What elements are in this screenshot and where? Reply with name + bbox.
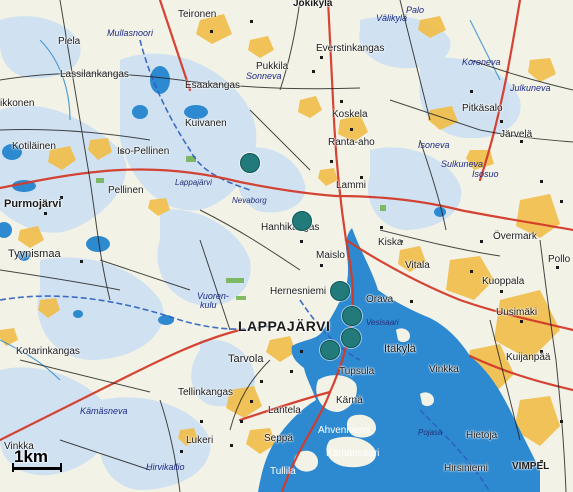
place-label: Tyynismaa	[8, 248, 61, 260]
place-label: Itäkylä	[384, 343, 416, 355]
place-label: Koreneva	[462, 57, 501, 67]
place-label: Isoneva	[418, 140, 450, 150]
map-marker-site-4[interactable]	[342, 306, 362, 326]
place-label: Piela	[58, 36, 81, 47]
place-label: Hernesniemi	[270, 286, 327, 297]
map-marker-site-5[interactable]	[341, 328, 361, 348]
place-label: Sonneva	[246, 71, 282, 81]
place-label: Ahvenniemi	[318, 425, 371, 436]
place-label: Vinkka	[4, 441, 34, 452]
place-label: Sulkuneva	[441, 159, 484, 169]
place-label: Mullasnoori	[107, 28, 154, 38]
place-label: Tupsula	[339, 366, 375, 377]
place-label: Hirsiniemi	[444, 463, 488, 474]
map-marker-site-3[interactable]	[330, 281, 350, 301]
place-label: Jokikylä	[293, 0, 333, 9]
place-label: Orava	[366, 294, 394, 305]
place-label: Järvelä	[500, 129, 533, 140]
place-label: Övermark	[493, 231, 537, 242]
place-label: Lassilankangas	[60, 69, 129, 80]
place-label: Pollo	[548, 254, 571, 265]
map-marker-site-6[interactable]	[320, 340, 340, 360]
place-label: Lukeri	[186, 435, 214, 446]
place-label: Lammi	[336, 180, 367, 191]
scale-bar-tick-start	[12, 463, 14, 472]
map-marker-site-2[interactable]	[292, 211, 312, 231]
place-label: Ranta-aho	[328, 137, 375, 148]
place-label: Koskela	[332, 109, 368, 120]
place-label: Vitala	[405, 260, 430, 271]
place-label: Pojasa	[418, 428, 443, 437]
place-label: Lappajärvi	[175, 178, 212, 187]
place-label: Maislo	[316, 250, 345, 261]
place-label: Hanhikangas	[261, 222, 320, 233]
place-label: Tellinkangas	[178, 387, 234, 398]
place-label: Kuoppala	[482, 276, 525, 287]
place-label: Kuivanen	[185, 118, 227, 129]
place-label: Teironen	[178, 9, 217, 20]
place-label: Uusimäki	[496, 307, 538, 318]
scale-bar-tick-end	[60, 463, 62, 472]
place-label: Palo	[406, 5, 425, 15]
place-label: Vuoren-	[197, 291, 229, 301]
place-label: ikkonen	[0, 98, 35, 109]
scale-bar-line	[12, 467, 62, 470]
place-label: Tarvola	[228, 353, 264, 365]
place-label: Lantela	[268, 405, 301, 416]
place-label: Pellinen	[108, 185, 144, 196]
place-label: Vesisaari	[366, 318, 399, 327]
place-label: Purmojärvi	[4, 198, 62, 210]
place-label: Esaakangas	[185, 80, 241, 91]
place-label: Kämänsaari	[326, 448, 380, 459]
scale-bar: 1km	[8, 447, 68, 474]
place-label: VIMPEL	[512, 461, 550, 472]
place-label: Iso-Pellinen	[117, 146, 170, 157]
place-label: Isosuo	[472, 169, 499, 179]
place-label: LAPPAJÄRVI	[238, 318, 331, 334]
place-label: Kiska	[378, 237, 403, 248]
place-label: Välikylä	[376, 13, 408, 23]
place-label: Vinkka	[429, 364, 459, 375]
place-label: Everstinkangas	[316, 43, 385, 54]
place-label: Hirvikallio	[146, 462, 185, 472]
place-label: Julkuneva	[510, 83, 551, 93]
place-label: Kotarinkangas	[16, 346, 80, 357]
place-label: Seppä	[264, 433, 293, 444]
place-label: Hietoja	[466, 430, 498, 441]
place-label: Kuijanpää	[506, 352, 551, 363]
place-label: Kärnä	[336, 395, 363, 406]
scale-bar-label: 1km	[14, 447, 49, 466]
place-label: Nevaborg	[232, 196, 267, 205]
place-label: Pitkäsalo	[462, 103, 503, 114]
place-label: kulu	[200, 300, 217, 310]
map-marker-site-1[interactable]	[240, 153, 260, 173]
place-label: Kotiläinen	[12, 141, 56, 152]
place-label: Kämäsneva	[80, 406, 128, 416]
place-label: Pukkila	[256, 61, 289, 72]
place-label: Tullila	[270, 466, 296, 477]
